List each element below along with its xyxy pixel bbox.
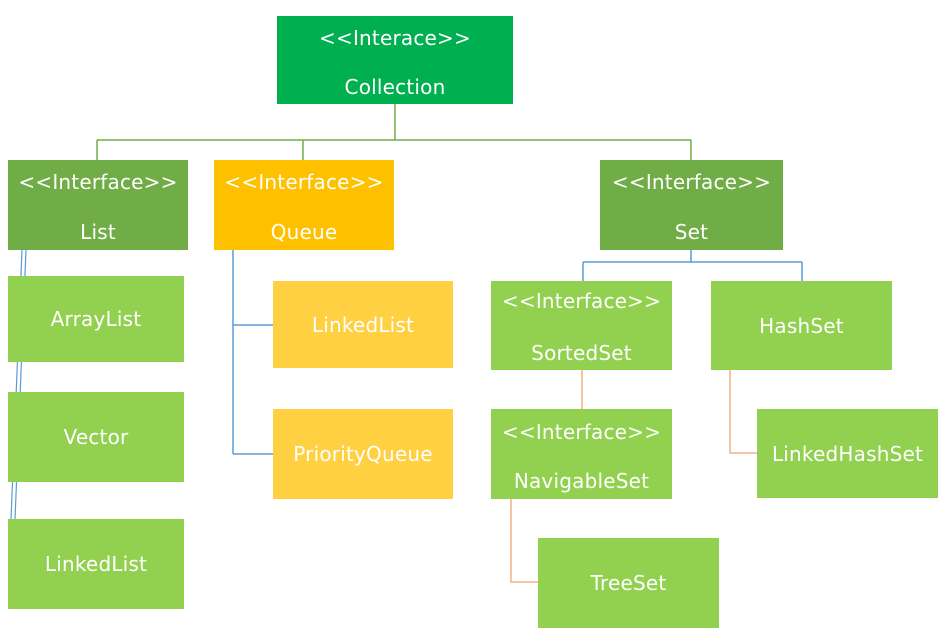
- navigableset-stereotype: <<Interface>>: [501, 420, 662, 444]
- queue-stereotype: <<Interface>>: [224, 170, 384, 194]
- connector-hashset-linkedhashset: [729, 370, 757, 454]
- list-stereotype: <<Interface>>: [18, 170, 178, 194]
- vector-node: Vector: [8, 392, 184, 482]
- treeset-node: TreeSet: [538, 538, 719, 628]
- queue-node: <<Interface>> Queue: [214, 160, 394, 250]
- sortedset-stereotype: <<Interface>>: [501, 289, 662, 313]
- set-stereotype: <<Interface>>: [611, 170, 772, 194]
- collection-node: <<Interace>> Collection: [277, 16, 513, 104]
- priorityqueue-node: PriorityQueue: [273, 409, 453, 499]
- set-node: <<Interface>> Set: [600, 160, 783, 250]
- list-label: List: [80, 220, 116, 244]
- collection-stereotype: <<Interace>>: [319, 26, 471, 50]
- list-node: <<Interface>> List: [8, 160, 188, 250]
- set-label: Set: [674, 220, 709, 244]
- linkedhashset-label: LinkedHashSet: [771, 441, 924, 466]
- sortedset-label: SortedSet: [531, 341, 632, 365]
- priorityqueue-label: PriorityQueue: [293, 442, 433, 466]
- treeset-label: TreeSet: [590, 571, 667, 595]
- sortedset-node: <<Interface>> SortedSet: [491, 281, 672, 370]
- arraylist-node: ArrayList: [8, 276, 184, 362]
- queue-linkedlist-node: LinkedList: [273, 281, 453, 368]
- arraylist-label: ArrayList: [50, 307, 142, 331]
- collection-label: Collection: [344, 75, 446, 99]
- linkedhashset-node: LinkedHashSet: [757, 409, 938, 498]
- navigableset-node: <<Interface>> NavigableSet: [491, 409, 672, 499]
- queue-linkedlist-label: LinkedList: [311, 312, 415, 337]
- navigableset-label: NavigableSet: [513, 469, 650, 493]
- list-linkedlist-node: LinkedList: [8, 519, 184, 609]
- hashset-label: HashSet: [759, 313, 844, 338]
- connector-navigableset-treeset: [510, 499, 538, 583]
- hashset-node: HashSet: [711, 281, 892, 370]
- queue-label: Queue: [270, 220, 338, 244]
- vector-label: Vector: [63, 425, 129, 449]
- list-linkedlist-label: LinkedList: [44, 552, 148, 576]
